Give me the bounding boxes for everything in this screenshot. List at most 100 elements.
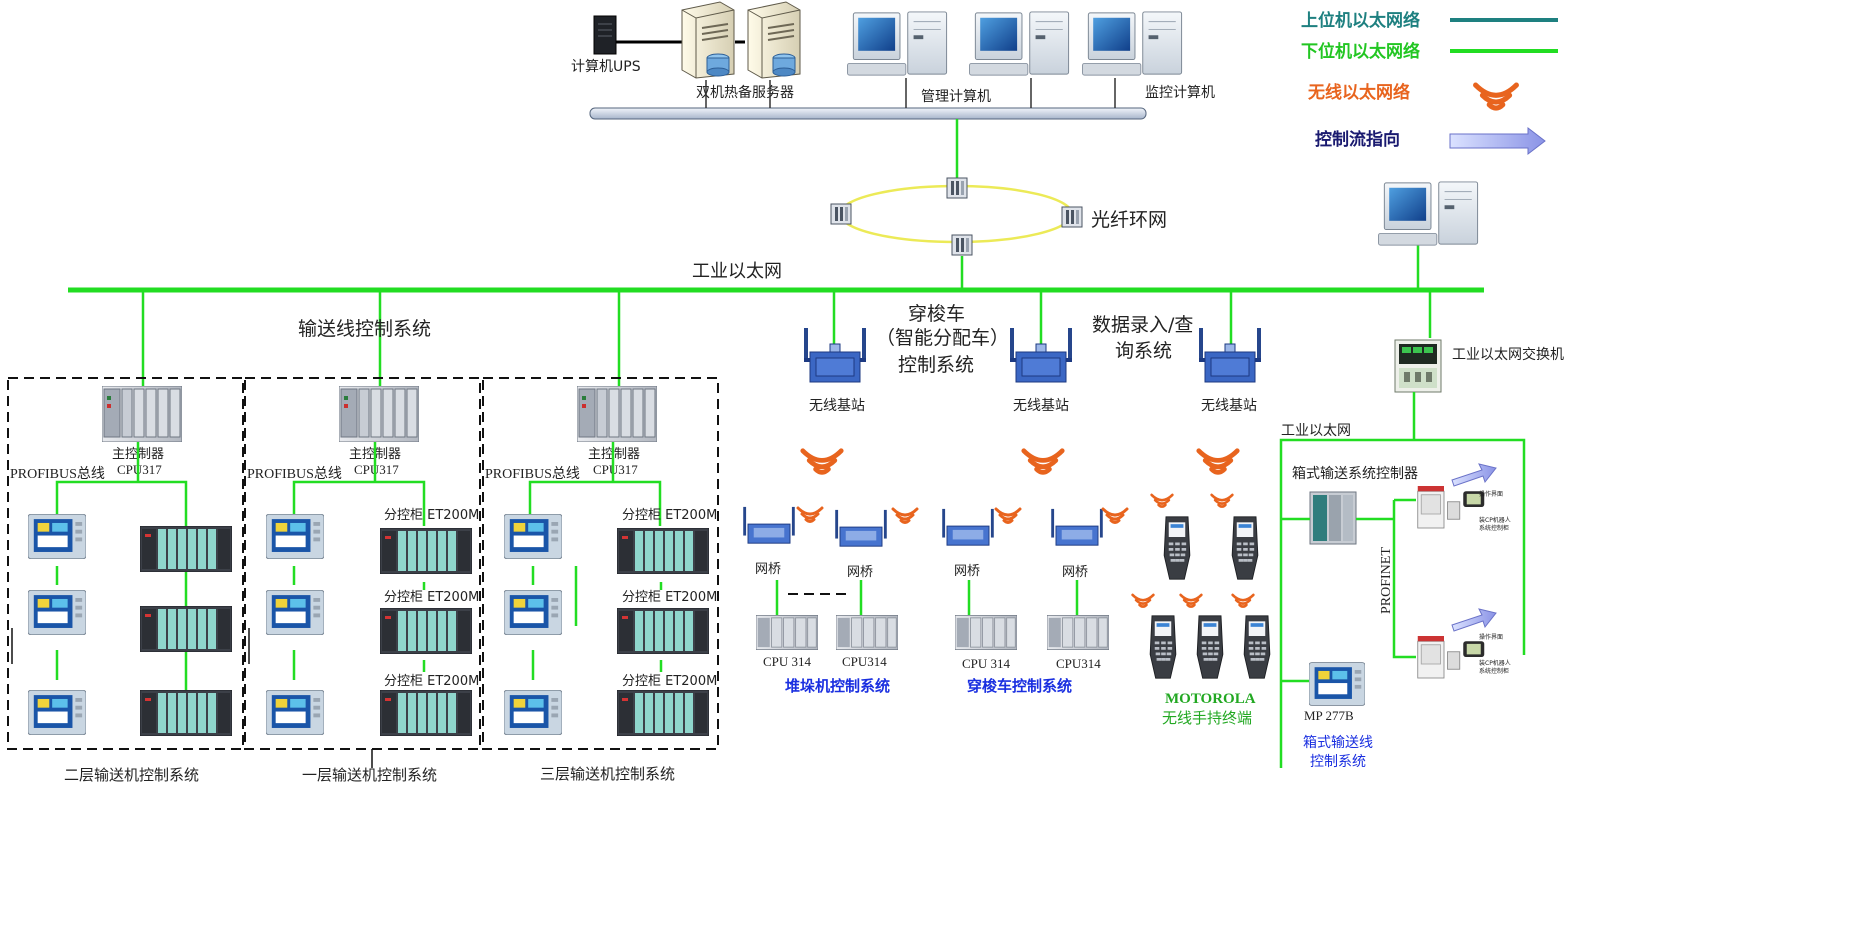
- bridge-icon: [1050, 508, 1104, 546]
- ethernet-switch-icon: [1394, 339, 1442, 393]
- fiber-ring: 光纤环网: [830, 177, 1167, 256]
- wireless-icon: [1131, 593, 1155, 608]
- base-station-label: 无线基站: [809, 397, 865, 414]
- legend-upper-net-label: 上位机以太网络: [1301, 10, 1420, 30]
- wireless-icon: [1150, 493, 1174, 508]
- conveyor-control-label: 输送线控制系统: [298, 318, 431, 340]
- legend-lower-net-label: 下位机以太网络: [1301, 41, 1420, 61]
- handheld-icon: [1243, 615, 1271, 679]
- profinet-label: PROFINET: [1379, 547, 1394, 614]
- svg-text:（智能分配车）: （智能分配车）: [876, 327, 1009, 349]
- bus-label: PROFIBUS总线: [10, 466, 105, 482]
- shuttle-control-label: 穿梭车 （智能分配车） 控制系统: [876, 303, 1009, 376]
- bridge-icon: [834, 509, 888, 547]
- machine-text: 装CP机器人: [1479, 659, 1511, 667]
- subsystem-floor-3: 主控制器 CPU317 PROFIBUS总线 分控柜 ET200M 分控柜 ET…: [482, 377, 719, 783]
- handheld-icon: [1231, 516, 1259, 580]
- bridge-label: 网桥: [847, 565, 873, 580]
- hmi-icon: [28, 690, 86, 735]
- cpu-label: CPU317: [354, 462, 399, 477]
- management-pc-icon-2: [969, 11, 1070, 76]
- bridge-label: 网桥: [954, 564, 980, 579]
- box-title-line1: 箱式输送线: [1303, 735, 1373, 751]
- wireless-icon-2: [1024, 451, 1062, 473]
- ring-switch-icon-left: [830, 203, 852, 225]
- bus-label: PROFIBUS总线: [485, 466, 580, 482]
- monitor-label: 监控计算机: [1145, 85, 1215, 101]
- cpu-label: CPU 314: [962, 656, 1011, 671]
- main-controller-icon: [102, 386, 182, 442]
- et200m-label: 分控柜 ET200M: [622, 674, 717, 689]
- industrial-ethernet-backbone: 工业以太网: [68, 245, 1484, 386]
- mp277b-hmi-icon: [1309, 662, 1365, 706]
- main-controller-icon: [339, 386, 419, 442]
- wireless-icon: [1231, 593, 1255, 608]
- cpu-label: CPU 314: [763, 654, 812, 669]
- top-level: 计算机UPS 双机热备服务器 管理计算机 监控计算机 光纤环网: [571, 1, 1215, 290]
- hmi-label: MP 277B: [1304, 708, 1354, 723]
- right-pc-icon: [1378, 181, 1479, 246]
- subsystem-title: 三层输送机控制系统: [540, 765, 675, 783]
- server-icon-1: [681, 1, 735, 79]
- ups-icon: [593, 15, 617, 55]
- base-station-label: 无线基站: [1201, 397, 1257, 414]
- ring-switch-icon-top: [946, 177, 968, 199]
- flow-arrow-icon: [1451, 463, 1497, 487]
- box-conveyor-system: 工业以太网交换机 工业以太网 箱式输送系统控制器 PROFINET 操作界面 装…: [1279, 339, 1564, 770]
- flow-arrow-icon: [1451, 608, 1497, 632]
- machine-text: 装CP机器人: [1479, 516, 1511, 524]
- eth-switch-label: 工业以太网交换机: [1452, 346, 1564, 363]
- motorola-brand: MOTOROLA: [1165, 691, 1256, 707]
- hmi-icon: [504, 590, 562, 635]
- et200m-label: 分控柜 ET200M: [384, 674, 479, 689]
- et200m-icon: [617, 528, 709, 574]
- wireless-icon: [796, 506, 824, 523]
- hmi-icon: [266, 514, 324, 559]
- ring-switch-icon-bottom: [951, 234, 973, 256]
- et200m-icon: [617, 690, 709, 736]
- management-pc-icon-1: [847, 11, 948, 76]
- et200m-icon: [617, 608, 709, 654]
- cpu314-icon: [955, 615, 1017, 650]
- main-controller-icon: [577, 386, 657, 442]
- subsystem-floor-1: 主控制器 CPU317 PROFIBUS总线 分控柜 ET200M 分控柜 ET…: [244, 377, 481, 784]
- et200m-icon: [380, 528, 472, 574]
- wireless-icon: [1179, 593, 1203, 608]
- et200m-icon: [140, 526, 232, 572]
- box-controller-icon: [1309, 491, 1357, 545]
- wireless-icon: [1101, 507, 1129, 524]
- ups-label: 计算机UPS: [571, 59, 641, 75]
- servers-label: 双机热备服务器: [696, 84, 794, 101]
- svg-text:询系统: 询系统: [1115, 340, 1172, 362]
- handheld-icon: [1163, 516, 1191, 580]
- legend-wireless-label: 无线以太网络: [1307, 82, 1410, 102]
- bridge-label: 网桥: [755, 562, 781, 577]
- hmi-icon: [504, 514, 562, 559]
- legend-flow-arrow-icon: [1449, 126, 1546, 156]
- et200m-icon: [140, 606, 232, 652]
- et200m-icon: [140, 690, 232, 736]
- hmi-icon: [28, 590, 86, 635]
- wireless-icon: [994, 507, 1022, 524]
- machine-text: 系统控制柜: [1479, 667, 1509, 675]
- handheld-icon: [1196, 615, 1224, 679]
- stacker-title: 堆垛机控制系统: [785, 677, 890, 695]
- stacker-control-system: 网桥 网桥 CPU 314 CPU314 堆垛机控制系统: [742, 506, 919, 695]
- upper-ethernet-bus: [589, 78, 1147, 120]
- base-station-label: 无线基站: [1013, 397, 1069, 414]
- robot-cabinet-icon: [1417, 635, 1485, 679]
- cpu-label: CPU314: [1056, 656, 1101, 671]
- machine-text: 操作界面: [1479, 633, 1503, 641]
- cpu-label: CPU314: [842, 654, 887, 669]
- robot-cabinet-icon: [1417, 485, 1485, 529]
- box-title-line2: 控制系统: [1310, 754, 1366, 770]
- hmi-icon: [28, 514, 86, 559]
- svg-text:数据录入/查: 数据录入/查: [1092, 314, 1193, 336]
- ring-switch-icon-right: [1061, 206, 1083, 228]
- cpu314-icon: [1047, 615, 1109, 650]
- shuttle-title: 穿梭车控制系统: [967, 677, 1072, 695]
- shuttle-control-system: 网桥 网桥 CPU 314 CPU314 穿梭车控制系统: [941, 507, 1129, 695]
- motorola-label: 无线手持终端: [1162, 709, 1252, 727]
- et200m-icon: [380, 608, 472, 654]
